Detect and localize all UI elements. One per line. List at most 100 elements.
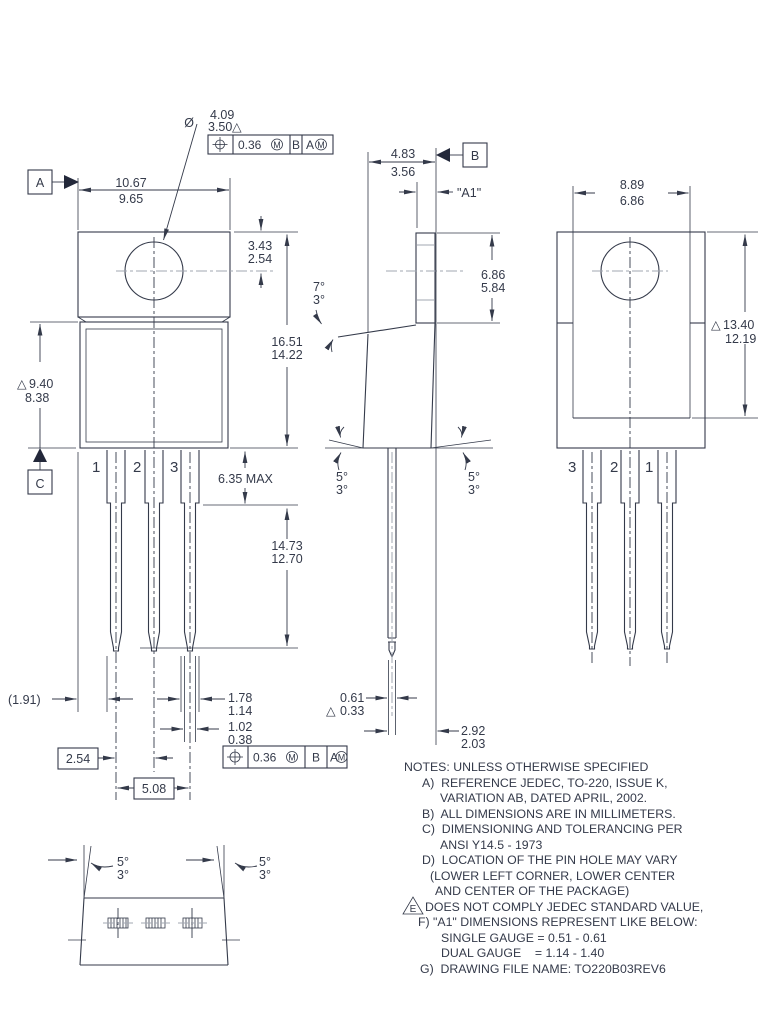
pin-number-3: 3 bbox=[170, 459, 178, 476]
dim-lead-thickness: 0.61 △ 0.33 bbox=[326, 691, 417, 718]
angle-bottom-right-max: 5° bbox=[259, 855, 271, 869]
dim-hole-offset-max: 3.43 bbox=[248, 239, 272, 253]
front-pin-3 bbox=[180, 450, 200, 652]
fcf-top-datum-b: B bbox=[292, 138, 300, 152]
side-draft-lines bbox=[328, 439, 492, 449]
dim-lead-width-max: 1.78 bbox=[228, 691, 252, 705]
dim-thk-min: 0.33 bbox=[340, 704, 364, 718]
dim-pitch-value: 2.54 bbox=[66, 752, 90, 766]
mmc-circle-icon bbox=[271, 138, 283, 151]
note-a-line1: A) REFERENCE JEDEC, TO-220, ISSUE K, bbox=[422, 776, 668, 790]
mmc-circle-icon bbox=[286, 751, 298, 763]
dim-back-height-min: 12.19 bbox=[725, 332, 756, 346]
basic-dim-box bbox=[133, 777, 175, 800]
dim-tab-width-min: 9.65 bbox=[119, 192, 143, 206]
angle-front-min: 3° bbox=[313, 293, 325, 307]
dim-setback: 2.92 2.03 bbox=[364, 724, 485, 751]
dim-tab-depth-min: 3.56 bbox=[391, 165, 415, 179]
back-pin-number-1: 1 bbox=[645, 459, 653, 476]
angle-side-right-max: 5° bbox=[468, 470, 480, 484]
datum-b-label: B bbox=[471, 149, 479, 163]
angle-bottom-left: 5° 3° bbox=[48, 855, 129, 882]
dim-tab-height-max: 6.86 bbox=[481, 268, 505, 282]
note-f-line1: F) "A1" DIMENSIONS REPRESENT LIKE BELOW: bbox=[418, 915, 698, 929]
notes-title: NOTES: UNLESS OTHERWISE SPECIFIED bbox=[404, 760, 649, 774]
dim-body-max: 9.40 bbox=[29, 377, 53, 391]
note-e-flag-letter: E bbox=[410, 904, 417, 915]
datum-c-box bbox=[27, 469, 53, 495]
back-pin-number-2: 2 bbox=[610, 459, 618, 476]
angle-bottom-left-max: 5° bbox=[117, 855, 129, 869]
note-c-line1: C) DIMENSIONING AND TOLERANCING PER bbox=[422, 822, 683, 836]
side-body-outline bbox=[362, 322, 436, 449]
dim-back-height-flag-icon: △ bbox=[711, 318, 721, 332]
dim-lead-length: 14.73 12.70 bbox=[140, 508, 303, 649]
note-d-line3: AND CENTER OF THE PACKAGE) bbox=[435, 884, 629, 898]
dim-hole-offset: 3.43 2.54 bbox=[234, 216, 298, 288]
front-tab-chamfers bbox=[77, 316, 231, 323]
dim-thk-flag-icon: △ bbox=[326, 704, 336, 718]
side-tab-outline bbox=[415, 232, 436, 324]
hole-callout: Ø 4.09 3.50 △ bbox=[163, 108, 242, 241]
dim-edge-ref: (1.91) bbox=[8, 452, 133, 712]
angle-front-draft: 7° 3° bbox=[312, 280, 334, 353]
dim-hole-offset-min: 2.54 bbox=[248, 252, 272, 266]
hole-dia-min: 3.50 bbox=[208, 120, 232, 134]
pin-number-1: 1 bbox=[92, 459, 100, 476]
note-f-line2: SINGLE GAUGE = 0.51 - 0.61 bbox=[441, 931, 607, 945]
dim-lead-width-min: 1.14 bbox=[228, 704, 252, 718]
dim-shoulder: 6.35 MAX bbox=[203, 451, 298, 506]
back-view: 3 2 1 bbox=[556, 186, 706, 666]
dim-tab-width: 10.67 9.65 bbox=[77, 176, 231, 230]
front-pin-1 bbox=[106, 450, 126, 652]
back-body-outline bbox=[556, 231, 706, 449]
dim-tab-height-min: 5.84 bbox=[481, 281, 505, 295]
dim-lead-length-min: 12.70 bbox=[271, 552, 302, 566]
hole-dia-max: 4.09 bbox=[210, 108, 234, 122]
pin-number-2: 2 bbox=[133, 459, 141, 476]
fcf-bottom-tolerance: 0.36 bbox=[253, 751, 277, 765]
note-f-line3: DUAL GAUGE = 1.14 - 1.40 bbox=[441, 946, 604, 960]
fcf-bottom-mmc: M bbox=[288, 752, 296, 762]
fcf-top-datum-a: A bbox=[306, 138, 314, 152]
angle-bottom-right: 5° 3° bbox=[186, 855, 271, 882]
fcf-top-tolerance: 0.36 bbox=[238, 138, 262, 152]
angle-side-left-min: 3° bbox=[336, 483, 348, 497]
front-view: 1 2 3 bbox=[77, 231, 274, 800]
note-d-line1: D) LOCATION OF THE PIN HOLE MAY VARY bbox=[422, 853, 678, 867]
angle-bottom-left-min: 3° bbox=[117, 868, 129, 882]
hole-dia-flag-icon: △ bbox=[232, 120, 242, 134]
dim-overall-max: 16.51 bbox=[271, 335, 302, 349]
dim-lead-tip-width: 1.02 0.38 bbox=[160, 656, 252, 747]
fcf-top-mmc-2: M bbox=[317, 140, 325, 150]
dim-tip-width-min: 0.38 bbox=[228, 733, 252, 747]
dim-back-height: △ 13.40 12.19 bbox=[692, 231, 758, 419]
feature-control-frame-top: 0.36 M B A M bbox=[207, 134, 334, 155]
basic-dim-box bbox=[57, 747, 99, 770]
note-g: G) DRAWING FILE NAME: TO220B03REV6 bbox=[420, 962, 666, 976]
bottom-pin-sections bbox=[103, 908, 207, 938]
angle-bottom-right-min: 3° bbox=[259, 868, 271, 882]
dim-lead-length-max: 14.73 bbox=[271, 539, 302, 553]
dim-tab-width-max: 10.67 bbox=[115, 176, 146, 190]
dim-back-width-max: 8.89 bbox=[620, 178, 644, 192]
hole-dia-symbol: Ø bbox=[184, 116, 194, 130]
dim-thk-max: 0.61 bbox=[340, 691, 364, 705]
note-e: DOES NOT COMPLY JEDEC STANDARD VALUE, bbox=[425, 900, 703, 914]
dim-edge-ref-value: (1.91) bbox=[8, 693, 41, 707]
datum-b-flag: B bbox=[435, 142, 488, 745]
position-tolerance-icon bbox=[212, 137, 228, 152]
side-body-top-slant bbox=[337, 324, 417, 338]
angle-side-left-max: 5° bbox=[336, 470, 348, 484]
fcf-top-mmc: M bbox=[273, 140, 281, 150]
back-pin-number-3: 3 bbox=[568, 459, 576, 476]
fcf-bottom-datum-a: A bbox=[330, 751, 338, 765]
bottom-outline bbox=[79, 897, 229, 966]
dim-tab-height: 6.86 5.84 bbox=[437, 232, 505, 324]
dim-back-width-min: 6.86 bbox=[620, 194, 644, 208]
datum-a-label: A bbox=[36, 176, 45, 190]
angle-front-max: 7° bbox=[313, 280, 325, 294]
mmc-circle-icon bbox=[335, 751, 348, 763]
